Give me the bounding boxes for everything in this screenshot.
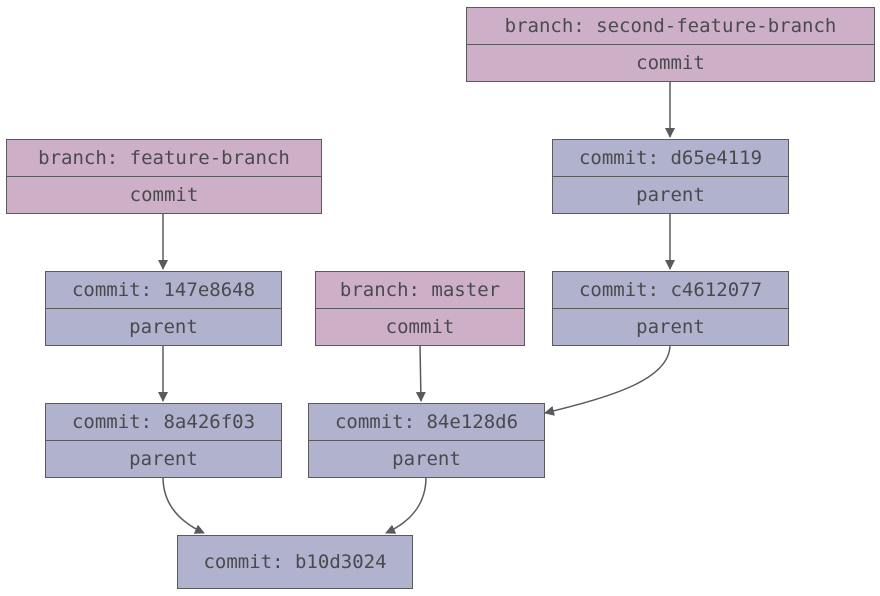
node-commit-8a426f03: commit: 8a426f03 parent	[45, 403, 282, 478]
node-label: commit: 84e128d6	[309, 404, 544, 440]
node-sublabel: parent	[553, 308, 788, 345]
node-label: commit: c4612077	[553, 272, 788, 308]
node-sublabel: commit	[316, 308, 524, 345]
node-label: branch: second-feature-branch	[467, 8, 874, 44]
edge-c4612077-to-84e128d6	[544, 344, 671, 416]
node-commit-c4612077: commit: c4612077 parent	[552, 271, 789, 346]
node-label: commit: 147e8648	[46, 272, 281, 308]
node-commit-b10d3024: commit: b10d3024	[177, 535, 413, 589]
node-commit-84e128d6: commit: 84e128d6 parent	[308, 403, 545, 478]
node-commit-d65e4119: commit: d65e4119 parent	[552, 139, 789, 214]
edge-master-to-84e128d6	[415, 344, 426, 402]
node-sublabel: parent	[309, 440, 544, 477]
node-label: branch: master	[316, 272, 524, 308]
node-sublabel: parent	[46, 308, 281, 345]
node-sublabel: parent	[46, 440, 281, 477]
node-commit-147e8648: commit: 147e8648 parent	[45, 271, 282, 346]
edge-84e128d6-to-b10d3024	[385, 476, 427, 534]
node-label: branch: feature-branch	[7, 140, 321, 176]
edge-8a426f03-to-b10d3024	[162, 476, 205, 534]
node-branch-master: branch: master commit	[315, 271, 525, 346]
node-sublabel: commit	[467, 44, 874, 81]
node-label: commit: d65e4119	[553, 140, 788, 176]
node-branch-second-feature-branch: branch: second-feature-branch commit	[466, 7, 875, 82]
node-branch-feature-branch: branch: feature-branch commit	[6, 139, 322, 214]
node-label: commit: b10d3024	[178, 536, 412, 588]
node-sublabel: commit	[7, 176, 321, 213]
node-sublabel: parent	[553, 176, 788, 213]
node-label: commit: 8a426f03	[46, 404, 281, 440]
